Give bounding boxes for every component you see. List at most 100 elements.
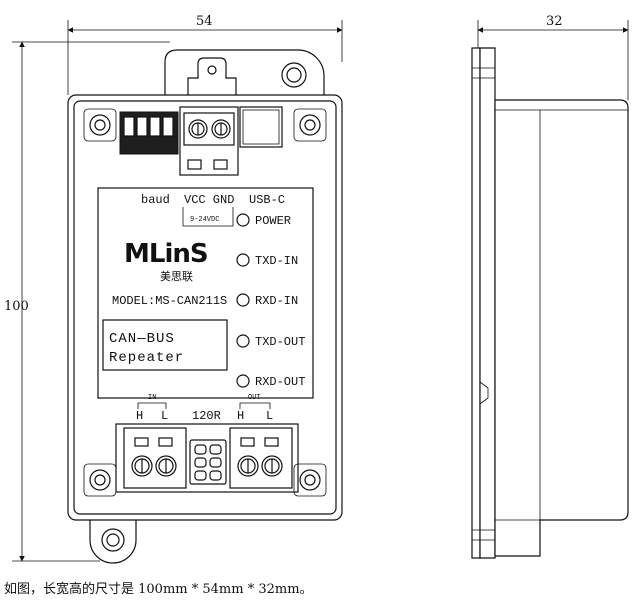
can-in-terminal-block	[123, 427, 187, 489]
product-line-2: Repeater	[109, 350, 184, 366]
bottom-mounting-tab	[89, 518, 137, 564]
in-l-label: L	[161, 409, 168, 423]
led-indicator	[236, 253, 250, 267]
usb-c-port	[239, 106, 283, 148]
brand-logo: MLinS 美思联	[124, 239, 209, 283]
height-label: 100	[4, 299, 29, 314]
logo-mark: MLinS	[124, 239, 208, 269]
voltage-label: 9-24VDC	[190, 216, 219, 224]
top-mount-hole-outer	[281, 62, 307, 88]
corner-screw-top-left	[83, 108, 117, 142]
vcc-gnd-label: VCC GND	[184, 193, 234, 207]
screw-outer	[89, 469, 111, 491]
screw-inner	[94, 474, 106, 486]
jumper-body	[189, 439, 227, 485]
terminal-screw-outer	[131, 455, 153, 477]
housing-outer	[67, 94, 343, 521]
jumper-pin	[194, 457, 207, 468]
led-label: RXD-OUT	[255, 375, 305, 389]
led-label: TXD-OUT	[255, 335, 305, 349]
side-view	[471, 47, 629, 559]
label-panel	[97, 187, 314, 399]
corner-screw-top-right	[293, 108, 327, 142]
led-label: RXD-IN	[255, 294, 298, 308]
out-h-label: H	[237, 409, 244, 423]
terminal-screw-outer	[211, 119, 231, 139]
width-dimension: 54	[67, 14, 343, 95]
height-dimension: 100	[4, 41, 170, 562]
product-name-frame	[102, 319, 228, 371]
corner-screw-bottom-right	[293, 463, 327, 497]
led-label: TXD-IN	[255, 254, 298, 268]
side-housing	[494, 99, 629, 557]
voltage-bracket	[182, 207, 234, 227]
terminal-wire-port	[240, 437, 255, 447]
dip-switch-key	[162, 116, 174, 137]
caption: 如图，长宽高的尺寸是 100mm * 54mm * 32mm。	[4, 581, 313, 597]
terminal-screw-outer	[188, 119, 208, 139]
terminal-wire-port	[134, 437, 149, 447]
screw-pad	[293, 463, 327, 497]
terminal-screw-outer	[237, 455, 259, 477]
power-terminal-block	[179, 106, 239, 176]
terminal-body	[179, 106, 239, 176]
in-h-label: H	[136, 409, 143, 423]
usb-c-shell	[242, 109, 280, 145]
jumper-pin	[209, 457, 222, 468]
in-bracket	[137, 402, 167, 409]
led-rxd-in: RXD-IN	[236, 293, 298, 308]
led-indicator	[236, 293, 250, 307]
terminal-wire-port	[158, 437, 173, 447]
bottom-mount-hole-inner	[106, 533, 120, 547]
depth-label: 32	[546, 14, 563, 29]
terminal-screw-outer	[155, 455, 177, 477]
led-txd-out: TXD-OUT	[236, 334, 305, 349]
terminal-wire-port	[264, 437, 279, 447]
led-label: POWER	[255, 214, 291, 228]
resistor-label: 120R	[192, 409, 221, 423]
dip-switch	[119, 111, 179, 155]
depth-dimension: 32	[477, 14, 629, 100]
in-label: IN	[148, 394, 156, 402]
jumper-pin	[194, 444, 207, 455]
product-name-box: CAN—BUS Repeater	[102, 319, 228, 371]
terminal-screw-bay	[183, 112, 235, 146]
led-power: POWER	[236, 213, 291, 228]
screw-inner	[94, 119, 106, 131]
din-rail-strip	[471, 47, 481, 559]
screw-inner	[304, 119, 316, 131]
jumper-pin	[209, 470, 222, 481]
usb-c-label: USB-C	[249, 193, 285, 207]
jumper-pin	[194, 470, 207, 481]
led-txd-in: TXD-IN	[236, 253, 298, 268]
terminal-wire-port	[213, 159, 228, 170]
screw-outer	[299, 114, 321, 136]
dip-switch-key	[136, 116, 148, 137]
din-rail-clip	[479, 47, 496, 559]
width-label: 54	[196, 14, 213, 29]
dip-switch-key	[123, 116, 135, 137]
logo-chinese: 美思联	[160, 270, 193, 283]
out-bracket	[239, 402, 271, 409]
product-line-1: CAN—BUS	[109, 331, 175, 347]
baud-label: baud	[141, 193, 170, 207]
top-tab-clip-hole	[207, 65, 217, 75]
led-indicator	[236, 334, 250, 348]
led-indicator	[236, 213, 250, 227]
screw-outer	[299, 469, 321, 491]
top-mount-hole-inner	[286, 67, 302, 83]
screw-pad	[293, 108, 327, 142]
screw-inner	[304, 474, 316, 486]
screw-outer	[89, 114, 111, 136]
jumper-pin	[209, 444, 222, 455]
terminal-body	[123, 427, 187, 489]
led-rxd-out: RXD-OUT	[236, 374, 305, 389]
top-tab-clip	[187, 57, 237, 96]
can-out-terminal-block	[229, 427, 293, 489]
terminal-wire-port	[187, 159, 202, 170]
out-label: OUT	[248, 394, 261, 402]
screw-pad	[83, 108, 117, 142]
led-indicator	[236, 374, 250, 388]
housing-inner	[73, 100, 337, 515]
